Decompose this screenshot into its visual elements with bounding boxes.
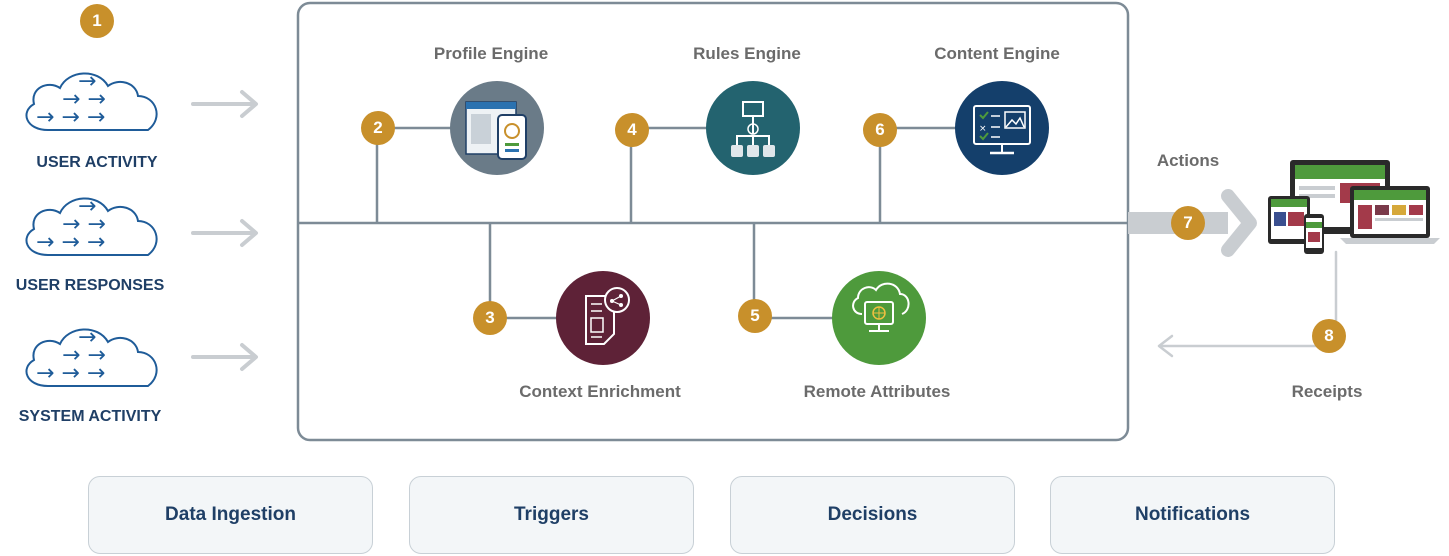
svg-text:→: → — [78, 69, 96, 94]
input-arrows — [191, 90, 258, 371]
label-content-engine: Content Engine — [934, 44, 1060, 63]
svg-text:→ → →: → → → — [36, 105, 105, 130]
cloud-arrows-icon: → → → → → → — [25, 69, 158, 131]
label-remote-attributes: Remote Attributes — [803, 382, 951, 401]
svg-text:→ →: → → — [62, 212, 106, 237]
stage-triggers: Triggers — [409, 476, 694, 554]
svg-text:→ → →: → → → — [36, 361, 105, 386]
svg-text:→: → — [78, 194, 96, 219]
stage-decisions: Decisions — [730, 476, 1015, 554]
source-label-user-responses: USER RESPONSES — [15, 277, 165, 294]
svg-text:→ → →: → → → — [36, 230, 105, 255]
step-badge-8: 8 — [1312, 319, 1346, 353]
step-badge-4: 4 — [615, 113, 649, 147]
label-actions: Actions — [1156, 151, 1220, 170]
label-profile-engine: Profile Engine — [433, 44, 549, 63]
profile-devices-icon — [450, 81, 544, 175]
cloud-arrows-icon: → → → → → → — [25, 325, 158, 387]
source-label-user-activity: USER ACTIVITY — [36, 154, 158, 171]
stage-notifications: Notifications — [1050, 476, 1335, 554]
step-badge-1: 1 — [80, 4, 114, 38]
cloud-arrows-icon: → → → → → → — [25, 194, 158, 256]
svg-text:→ →: → → — [62, 87, 106, 112]
step-badge-5: 5 — [738, 299, 772, 333]
svg-text:×: × — [979, 124, 987, 134]
step-badge-7: 7 — [1171, 206, 1205, 240]
svg-text:→ →: → → — [62, 343, 106, 368]
svg-text:→: → — [78, 325, 96, 350]
step-badge-6: 6 — [863, 113, 897, 147]
step-badge-3: 3 — [473, 301, 507, 335]
multi-device-icon — [1268, 160, 1440, 254]
document-share-icon — [556, 271, 650, 365]
flowchart-icon — [706, 81, 800, 175]
engine-frame — [296, 1, 1130, 442]
stage-data-ingestion: Data Ingestion — [88, 476, 373, 554]
label-receipts: Receipts — [1291, 382, 1363, 401]
source-label-system-activity: SYSTEM ACTIVITY — [18, 408, 162, 425]
cloud-globe-icon — [832, 271, 926, 365]
label-context-enrichment: Context Enrichment — [519, 382, 681, 401]
receipts-arrow — [1157, 250, 1338, 358]
step-badge-2: 2 — [361, 111, 395, 145]
label-rules-engine: Rules Engine — [693, 44, 801, 63]
monitor-checklist-icon: × — [955, 81, 1049, 175]
